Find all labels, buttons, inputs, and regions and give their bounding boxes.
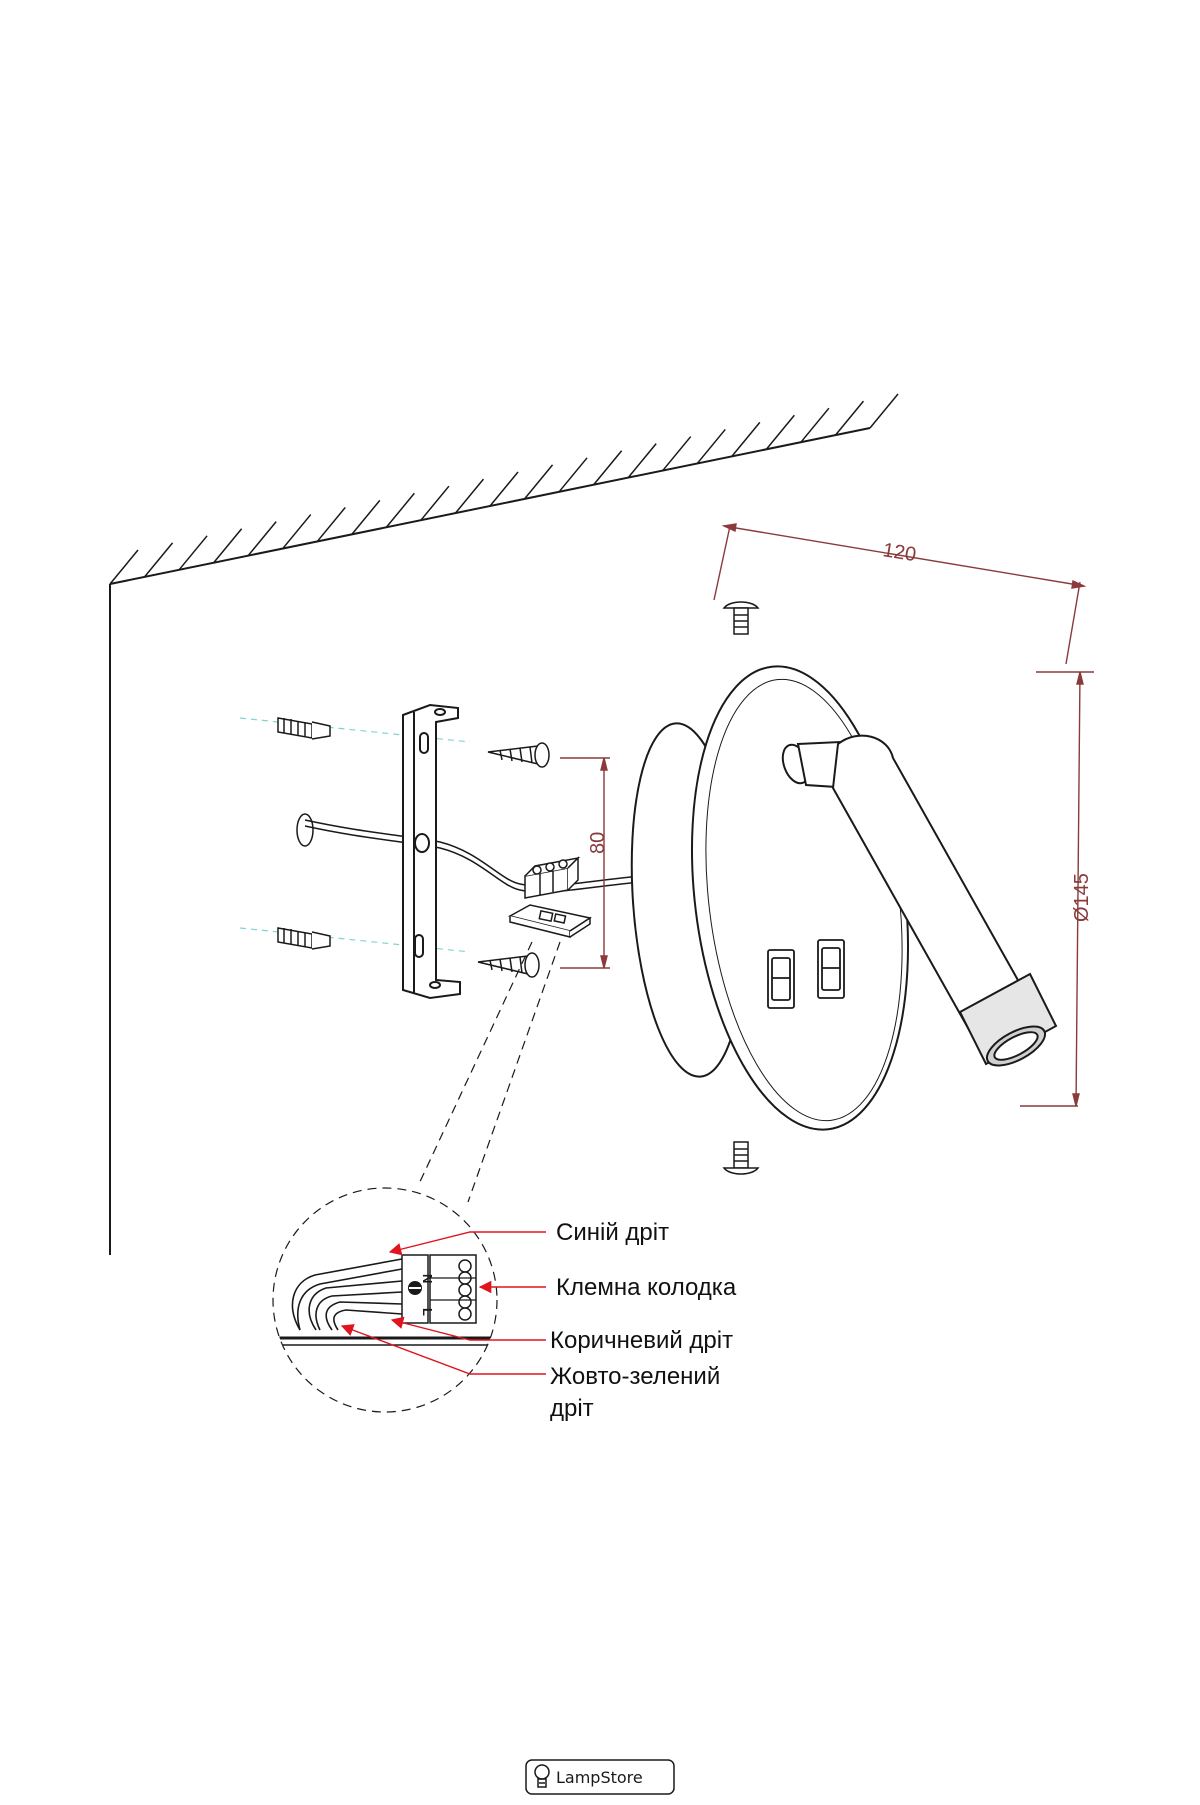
ceiling-hatch-mark — [247, 521, 277, 557]
wall-screw-bottom — [477, 952, 540, 978]
lamp-base-plate — [630, 665, 910, 1131]
ceiling-hatch-mark — [800, 407, 830, 443]
ceiling-hatch-mark — [696, 428, 726, 464]
ceiling-hatch-mark — [558, 457, 588, 493]
zoom-leader — [417, 941, 561, 1203]
wall-anchor-bottom — [277, 927, 331, 950]
callout-blue-wire: Синій дріт — [556, 1219, 669, 1246]
rocker-switch-right — [817, 939, 845, 999]
terminal-letter-n: N — [420, 1274, 435, 1283]
ceiling-hatch-mark — [351, 499, 381, 535]
callout-ground-wire-line1: Жовто-зелений — [550, 1363, 720, 1390]
callout-brown-wire: Коричневий дріт — [550, 1327, 733, 1354]
ceiling-hatch-mark — [489, 471, 519, 507]
ceiling-hatch-mark — [765, 414, 795, 450]
wiring-detail: N L — [272, 1187, 498, 1413]
dimension-145 — [1020, 671, 1094, 1107]
terminal-block — [524, 856, 581, 899]
ceiling-hatch-mark — [109, 549, 139, 585]
callout-ground-wire-line2: дріт — [550, 1395, 594, 1422]
cover-screw-top — [722, 601, 760, 635]
ceiling-hatch-mark — [662, 436, 692, 472]
mounting-bracket — [402, 703, 461, 1000]
ceiling-hatch-mark — [523, 464, 554, 500]
callout-terminal-block: Клемна колодка — [556, 1274, 737, 1301]
spacing-dimension-label: 80 — [587, 832, 609, 854]
ceiling-hatch-mark — [593, 450, 623, 486]
bulb-icon — [534, 1764, 550, 1788]
ceiling-hatch-mark — [869, 393, 899, 429]
ceiling-hatch-mark — [627, 443, 657, 479]
ceiling-hatch-mark — [834, 400, 865, 436]
wall — [109, 393, 899, 1255]
ceiling-hatch-mark — [454, 478, 485, 514]
callout-arrows — [340, 1231, 546, 1375]
ceiling-hatch-mark — [178, 535, 208, 571]
ceiling-hatch-mark — [316, 506, 346, 542]
reading-arm — [781, 734, 1058, 1067]
ceiling-hatch-mark — [282, 514, 312, 550]
dimension-80 — [560, 757, 610, 969]
wall-anchor-top — [277, 717, 331, 740]
ceiling-hatch-mark — [731, 421, 761, 457]
rocker-switch-left — [767, 949, 795, 1009]
dimension-120 — [713, 523, 1087, 665]
terminal-plate — [507, 904, 592, 938]
brand-logo-text: LampStore — [556, 1768, 643, 1787]
cover-screw-bottom — [722, 1141, 760, 1175]
brand-logo: LampStore — [525, 1759, 675, 1795]
ceiling-hatch-mark — [213, 528, 243, 564]
terminal-letter-l: L — [420, 1308, 435, 1316]
ceiling-hatch-mark — [385, 492, 415, 528]
ceiling-hatch-mark — [420, 485, 450, 521]
diameter-dimension-label: Ø145 — [1071, 873, 1093, 922]
width-dimension-label: 120 — [881, 539, 917, 566]
wall-screw-top — [487, 742, 550, 768]
ceiling-hatch-mark — [143, 542, 174, 578]
